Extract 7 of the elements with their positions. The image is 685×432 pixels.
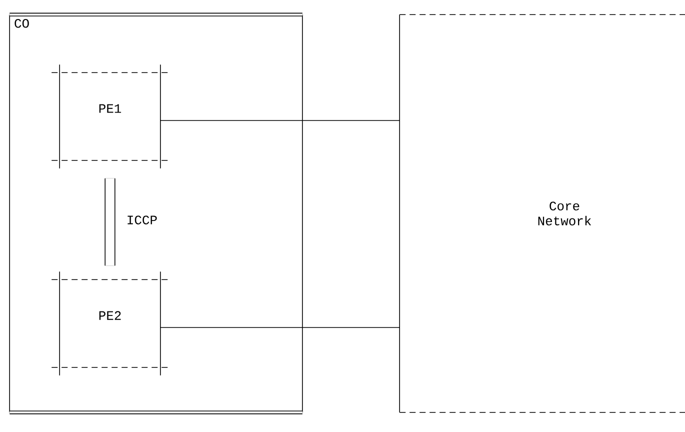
router-box: PE2: [51, 271, 169, 376]
connector-line: [160, 327, 400, 328]
connector-line: [104, 178, 116, 266]
network-area: Core Network: [399, 14, 685, 413]
router-box: PE1: [51, 64, 169, 169]
edge-label: ICCP: [124, 214, 160, 226]
connector-line: [160, 120, 400, 121]
